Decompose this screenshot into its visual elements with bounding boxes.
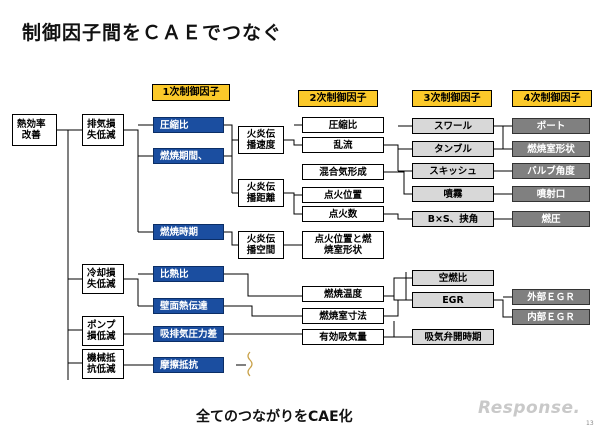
goal-sub: 機械抵 抗低減 (82, 349, 124, 379)
goal-sub: 排気損 失低減 (82, 114, 124, 146)
wire (393, 296, 412, 301)
watermark: Response. (478, 398, 581, 418)
page-number: 13 (586, 420, 594, 427)
level4-item: 燃焼室形状 (512, 141, 590, 157)
wire (284, 139, 302, 146)
level1-item: 燃焼期間、 (153, 148, 224, 164)
wire (57, 129, 69, 380)
level3-item: タンブル (412, 141, 494, 157)
level1-item: 比熱比 (153, 266, 224, 282)
level3-item: スワール (412, 118, 494, 134)
level4-item: 燃圧 (512, 211, 590, 227)
flame-group: 火炎伝 播速度 (238, 126, 284, 154)
level2-item: 有効吸気量 (302, 329, 384, 345)
level3-item: 空燃比 (412, 270, 494, 286)
level3-item: 噴霧 (412, 186, 494, 202)
header-level3: 3次制御因子 (412, 90, 492, 107)
level2-item: 燃焼温度 (302, 286, 384, 302)
level1-item: 吸排気圧力差 (153, 326, 224, 342)
level2-item: 点火位置 (302, 187, 384, 203)
level4-item: 内部ＥＧＲ (512, 309, 590, 325)
level4-item: ポート (512, 118, 590, 134)
level2-item: 点火位置と燃 焼室形状 (302, 231, 384, 259)
goal-sub: 冷却損 失低減 (82, 264, 124, 294)
wire (384, 300, 399, 317)
level2-item: 乱流 (302, 137, 384, 153)
level2-item: 点火数 (302, 206, 384, 222)
level3-item: スキッシュ (412, 163, 494, 179)
level4-item: 外部ＥＧＲ (512, 289, 590, 305)
level4-item: バルブ角度 (512, 163, 590, 179)
wire (384, 171, 412, 195)
wire (124, 278, 139, 306)
wire (224, 305, 302, 317)
wire (384, 144, 399, 171)
wire (224, 124, 233, 193)
wire (224, 273, 302, 297)
wire (284, 192, 302, 215)
flame-group: 火炎伝 播距離 (238, 179, 284, 207)
caption: 全てのつながりをCAE化 (196, 409, 353, 425)
flame-group: 火炎伝 播空間 (238, 231, 284, 259)
goal-sub: ポンプ 損低減 (82, 316, 124, 346)
goal-root: 熱効率 改善 (12, 114, 57, 146)
wire (494, 299, 512, 318)
level1-item: 壁面熱伝達 (153, 298, 224, 314)
wire (384, 213, 412, 220)
level1-item: 燃焼時期 (153, 224, 224, 240)
level1-item: 圧縮比 (153, 117, 224, 133)
wire (224, 231, 238, 246)
level3-item: EGR (412, 292, 494, 308)
level3-item: 吸気弁開時期 (412, 329, 494, 345)
wire (494, 126, 504, 150)
level2-item: 圧縮比 (302, 117, 384, 133)
level1-item: 摩擦抵抗 (153, 357, 224, 373)
level2-item: 混合気形成 (302, 164, 384, 180)
level2-item: 燃焼室寸法 (302, 308, 384, 324)
wire (124, 129, 139, 232)
friction-wavy-line (247, 351, 253, 377)
level3-item: B×S、挟角 (412, 211, 494, 227)
header-level1: 1次制御因子 (152, 84, 230, 101)
header-level4: 4次制御因子 (512, 90, 592, 107)
level4-item: 噴射口 (512, 186, 590, 202)
header-level2: 2次制御因子 (298, 90, 378, 107)
page-title: 制御因子間をＣＡＥでつなぐ (22, 22, 283, 44)
